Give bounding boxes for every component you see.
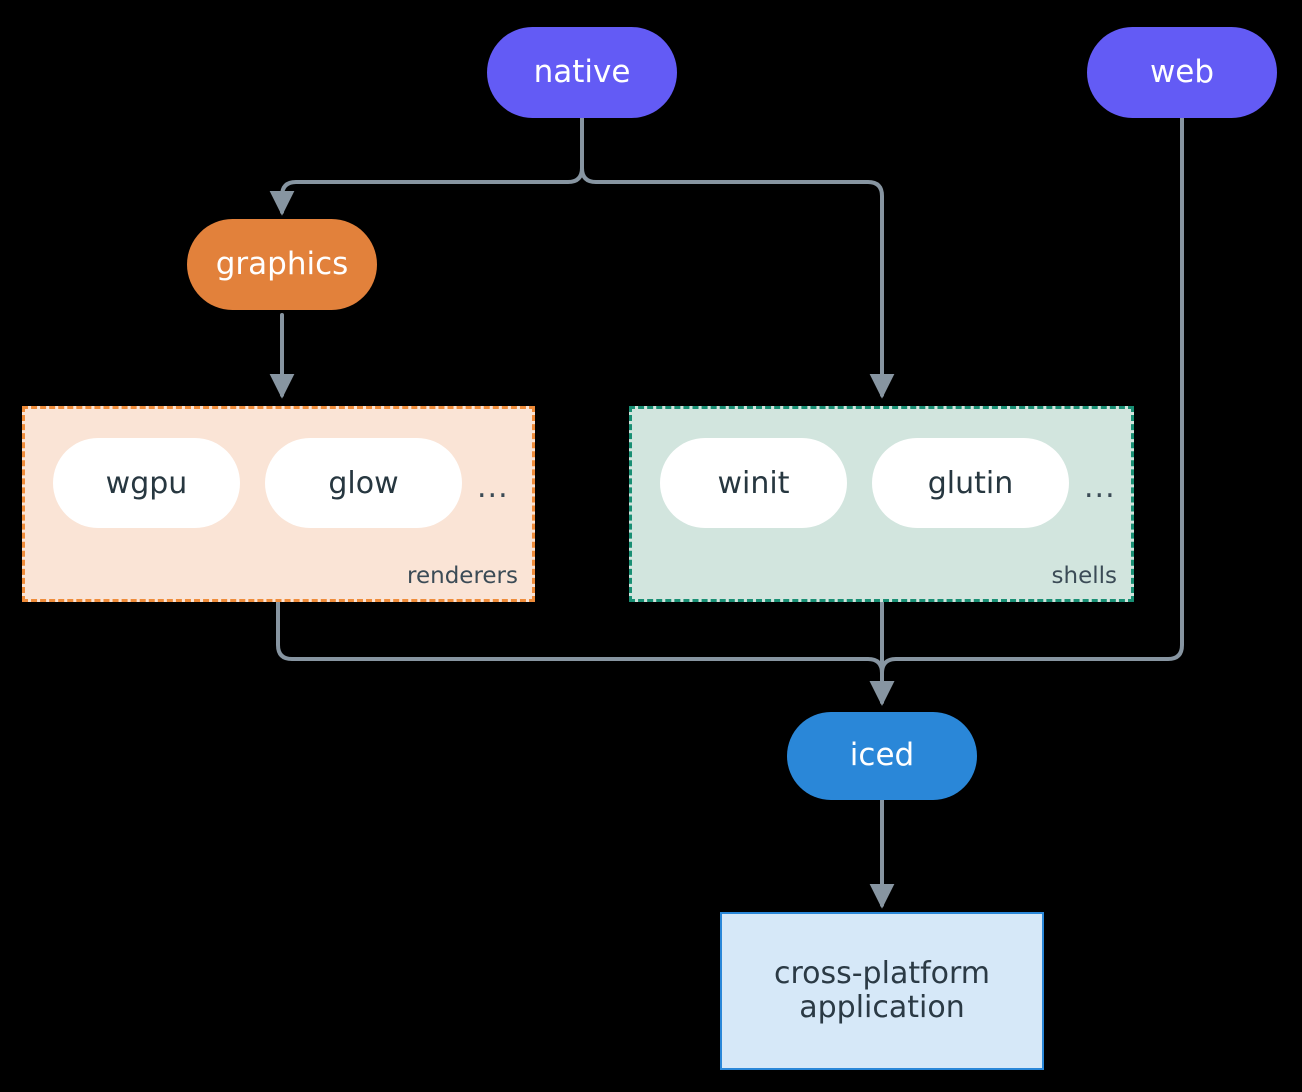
- node-cross-platform-application[interactable]: cross-platform application: [720, 912, 1044, 1070]
- node-graphics-label: graphics: [215, 245, 349, 282]
- group-renderers: wgpu glow ... renderers: [22, 406, 535, 602]
- node-graphics[interactable]: graphics: [187, 219, 377, 310]
- shells-more-ellipsis: ...: [1084, 470, 1116, 505]
- chip-glow-label: glow: [328, 465, 399, 501]
- chip-glutin-label: glutin: [927, 465, 1014, 501]
- edge-native-to-graphics: [269, 116, 584, 216]
- chip-glow[interactable]: glow: [265, 438, 462, 528]
- chip-wgpu[interactable]: wgpu: [53, 438, 240, 528]
- node-web[interactable]: web: [1087, 27, 1277, 118]
- edge-renderers-to-iced: [276, 600, 895, 706]
- group-shells-label: shells: [1051, 563, 1117, 589]
- application-label-line1: cross-platform: [773, 955, 991, 991]
- node-native[interactable]: native: [487, 27, 677, 118]
- application-label-line2: application: [799, 990, 965, 1025]
- group-shells: winit glutin ... shells: [629, 406, 1134, 602]
- chip-glutin[interactable]: glutin: [872, 438, 1069, 528]
- group-renderers-label: renderers: [407, 563, 518, 589]
- renderers-more-ellipsis: ...: [477, 470, 509, 505]
- chip-wgpu-label: wgpu: [105, 465, 188, 501]
- edge-native-to-shells: [580, 116, 895, 399]
- chip-winit[interactable]: winit: [660, 438, 847, 528]
- chip-winit-label: winit: [717, 465, 790, 501]
- node-native-label: native: [533, 53, 631, 90]
- node-iced[interactable]: iced: [787, 712, 977, 800]
- node-web-label: web: [1149, 53, 1215, 90]
- node-iced-label: iced: [849, 737, 915, 774]
